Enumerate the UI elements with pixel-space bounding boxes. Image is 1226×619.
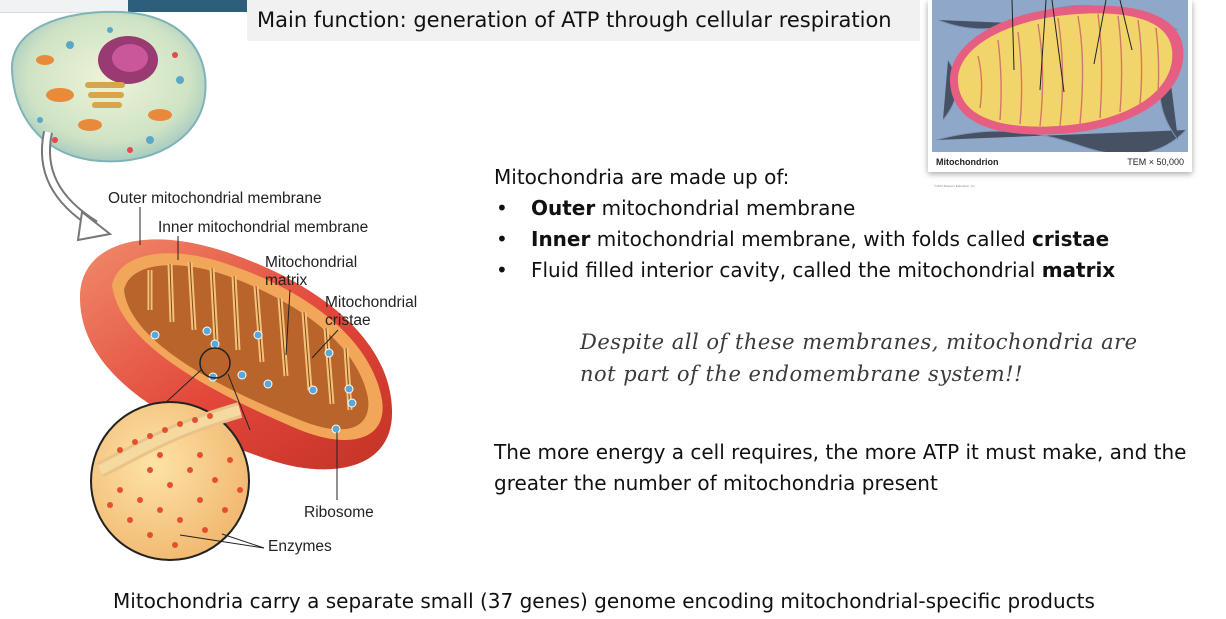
note-line: Despite all of these membranes, mitochon… — [580, 330, 1138, 354]
bullet-text: mitochondrial membrane, with folds calle… — [590, 227, 1033, 251]
bullet-text: mitochondrial membrane — [595, 196, 856, 220]
label-inner-membrane: Inner mitochondrial membrane — [158, 219, 369, 236]
animal-cell-illustration — [10, 10, 207, 163]
label-matrix-line: matrix — [265, 272, 308, 289]
mitochondrion-diagram — [10, 10, 393, 561]
label-cristae-line: cristae — [325, 312, 371, 329]
bullet-bold: Outer — [531, 196, 596, 220]
label-matrix-line: Mitochondrial — [265, 254, 358, 271]
micrograph-caption: Mitochondrion — [936, 157, 999, 167]
bullet-bold-term: matrix — [1041, 258, 1116, 282]
label-ribosome: Ribosome — [304, 504, 374, 521]
enzyme-zoom-circle — [90, 401, 250, 561]
label-outer-membrane: Outer mitochondrial membrane — [108, 190, 322, 207]
mitochondrion-cutaway — [79, 239, 393, 470]
micrograph-image — [932, 0, 1188, 172]
note-line: not part of the endomembrane system!! — [580, 362, 1024, 386]
bullet-bold-term: cristae — [1032, 227, 1110, 251]
bullet-item: • Outer mitochondrial membrane — [494, 193, 1194, 224]
label-enzymes: Enzymes — [268, 538, 332, 555]
handwritten-note: Despite all of these membranes, mitochon… — [580, 326, 1138, 390]
bullet-bold: Inner — [531, 227, 591, 251]
energy-statement: The more energy a cell requires, the mor… — [494, 437, 1186, 499]
leader-lines — [139, 207, 339, 549]
intro-text: Mitochondria are made up of: — [494, 165, 790, 189]
micrograph-magnification: TEM × 50,000 — [1127, 157, 1184, 167]
energy-line: greater the number of mitochondria prese… — [494, 471, 938, 495]
bullet-icon: • — [496, 196, 508, 220]
slide-title: Main function: generation of ATP through… — [247, 0, 920, 41]
bullet-item: • Inner mitochondrial membrane, with fol… — [494, 224, 1194, 255]
label-cristae: Mitochondrial cristae — [325, 294, 417, 330]
top-strip-left — [0, 0, 128, 13]
label-cristae-line: Mitochondrial — [325, 294, 418, 311]
bullet-icon: • — [496, 258, 508, 282]
bullet-icon: • — [496, 227, 508, 251]
micrograph-credit: ©2014 Pearson Education, Inc. — [934, 184, 976, 188]
genome-statement: Mitochondria carry a separate small (37 … — [113, 589, 1095, 613]
label-matrix: Mitochondrial matrix — [265, 254, 357, 290]
top-strip-accent — [128, 0, 248, 12]
bullet-item: • Fluid filled interior cavity, called t… — [494, 255, 1194, 286]
micrograph-card: Mitochondrion TEM × 50,000 — [928, 0, 1192, 172]
energy-line: The more energy a cell requires, the mor… — [494, 440, 1187, 464]
bullet-list: • Outer mitochondrial membrane • Inner m… — [494, 193, 1194, 286]
bullet-text: Fluid filled interior cavity, called the… — [531, 258, 1042, 282]
